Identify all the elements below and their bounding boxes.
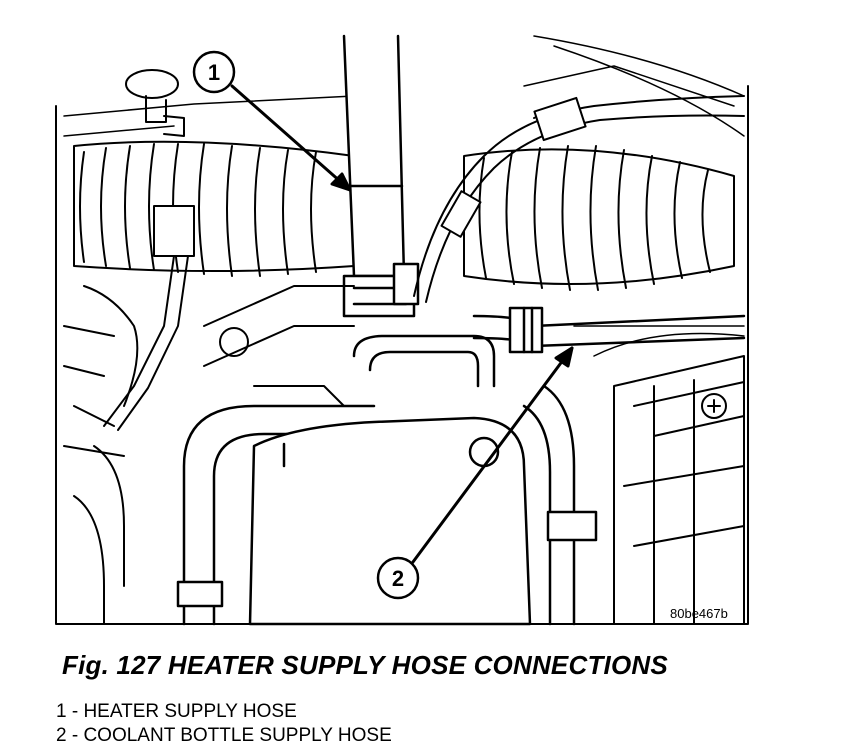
heater-tube bbox=[352, 334, 496, 388]
engine-block-right bbox=[593, 332, 745, 625]
figure-caption: Fig. 127 HEATER SUPPLY HOSE CONNECTIONS bbox=[62, 650, 668, 680]
legend: 1 - HEATER SUPPLY HOSE 2 - COOLANT BOTTL… bbox=[56, 700, 392, 748]
legend-item: 2 - COOLANT BOTTLE SUPPLY HOSE bbox=[56, 725, 392, 746]
legend-item: 1 - HEATER SUPPLY HOSE bbox=[56, 701, 297, 722]
callout-2: 2 bbox=[376, 556, 420, 600]
callout-1-leader bbox=[230, 84, 352, 192]
callout-2-label: 2 bbox=[392, 566, 404, 591]
coolant-pipe-right bbox=[522, 384, 598, 626]
callout-1-label: 1 bbox=[208, 60, 220, 85]
reservoir-body bbox=[248, 416, 532, 626]
engine-bay-illustration: 1 2 80be467b bbox=[54, 26, 754, 626]
heater-supply-hose bbox=[342, 34, 420, 318]
wiring-harness bbox=[413, 95, 745, 303]
reservoir-cap bbox=[125, 69, 185, 137]
figure-reference-code: 80be467b bbox=[670, 606, 728, 621]
air-intake-left bbox=[73, 140, 355, 277]
callout-1: 1 bbox=[192, 50, 236, 94]
coolant-pipe-left bbox=[176, 404, 376, 626]
left-components bbox=[63, 205, 355, 625]
callout-2-leader bbox=[408, 346, 574, 568]
background-lines bbox=[63, 35, 745, 137]
air-intake-right bbox=[463, 145, 735, 291]
coolant-bottle-supply-hose bbox=[472, 306, 746, 354]
